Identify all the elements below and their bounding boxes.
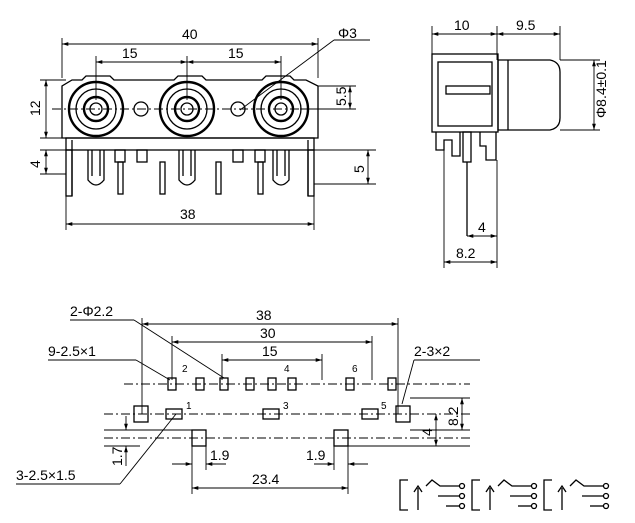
dim-total: 38 (256, 307, 272, 323)
jack-barrel (497, 59, 561, 131)
front-pins (65, 140, 315, 197)
label-slots-bottom: 3-2.5×1.5 (16, 467, 76, 483)
dim-pin-right: 5 (351, 165, 367, 173)
dim-pad-left: 1.9 (210, 447, 230, 463)
dim-base-width: 38 (180, 206, 196, 222)
dim-pitch-right: 15 (228, 45, 244, 61)
dim-pad-span: 23.4 (252, 471, 279, 487)
pin-number-4: 4 (284, 364, 290, 375)
dim-inner: 15 (262, 343, 278, 359)
dim-total-width: 40 (182, 26, 198, 42)
dim-hole: Φ3 (338, 25, 357, 41)
pad-bottom-right (333, 429, 349, 447)
front-view: 40 15 15 Φ3 (27, 25, 376, 230)
side-view: 10 9.5 Φ8.4±0.1 4 8.2 (431, 17, 609, 268)
schematic-symbol-3 (543, 479, 610, 511)
pin-number-3: 3 (283, 401, 289, 412)
dim-top-offset: 5.5 (333, 86, 349, 106)
pad-bottom-left (191, 429, 207, 447)
dim-body: 10 (454, 17, 470, 33)
label-holes: 2-Φ2.2 (70, 303, 113, 319)
dim-barrel-dia: Φ8.4±0.1 (593, 60, 609, 118)
dim-depth: 8.2 (456, 245, 476, 261)
schematic-symbol-1 (399, 479, 466, 511)
slots-middle-row (133, 405, 411, 423)
schematic-symbol-2 (471, 479, 538, 511)
pin-number-5: 5 (381, 401, 387, 412)
pin-number-2: 2 (182, 364, 188, 375)
dim-pin-offset: 4 (478, 219, 486, 235)
dim-outer: 30 (260, 325, 276, 341)
dim-pad-right: 1.9 (306, 447, 326, 463)
dim-pitch-left: 15 (122, 45, 138, 61)
slots-top-row (167, 377, 397, 391)
dim-v-large: 8.2 (445, 406, 461, 426)
dim-barrel: 9.5 (516, 17, 536, 33)
pin-number-6: 6 (352, 364, 358, 375)
dim-pin-left: 4 (27, 160, 43, 168)
dim-height: 12 (27, 100, 43, 116)
connector-body (61, 75, 319, 139)
jack-schematic-symbols (399, 479, 610, 511)
label-slots-small: 9-2.5×1 (48, 343, 96, 359)
pcb-layout: 38 30 15 2-Φ2.2 9-2.5×1 2-3×2 3-2.5×1.5 (16, 303, 480, 494)
label-slots-large: 2-3×2 (414, 343, 450, 359)
pin-number-1: 1 (186, 401, 192, 412)
dim-left-offset: 1.7 (109, 446, 125, 466)
dim-v-small: 4 (419, 428, 435, 436)
